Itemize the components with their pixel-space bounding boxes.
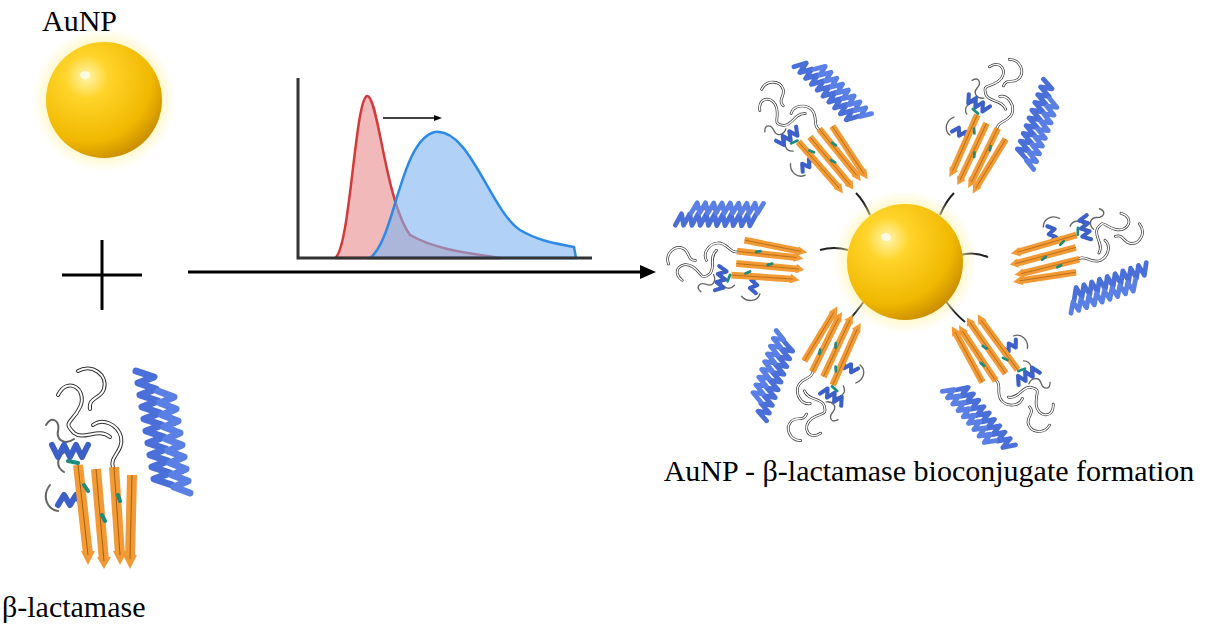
protein-cartoon xyxy=(923,47,1076,214)
plus-sign xyxy=(62,240,142,310)
protein-cartoon xyxy=(1003,202,1154,322)
highlight xyxy=(881,233,891,241)
gold-glow xyxy=(833,190,977,334)
product-caption: AuNP - β-lactamase bioconjugate formatio… xyxy=(659,452,1199,490)
blue-peak xyxy=(370,132,576,258)
protein-label: β-lactamase xyxy=(2,588,146,626)
reaction-arrow xyxy=(188,271,640,274)
protein-cartoon xyxy=(663,189,814,309)
arrowhead xyxy=(640,265,656,279)
particle-label: AuNP xyxy=(42,2,117,40)
gold-nanoparticle xyxy=(847,204,963,320)
gold-glow xyxy=(32,28,176,172)
gold-nanoparticle xyxy=(46,42,162,158)
shift-arrowhead xyxy=(434,115,442,121)
protein-cartoon xyxy=(46,368,190,569)
graph-axes xyxy=(298,78,592,258)
shift-arrow xyxy=(383,117,434,119)
highlight xyxy=(80,71,90,79)
protein-cartoon xyxy=(743,44,902,212)
